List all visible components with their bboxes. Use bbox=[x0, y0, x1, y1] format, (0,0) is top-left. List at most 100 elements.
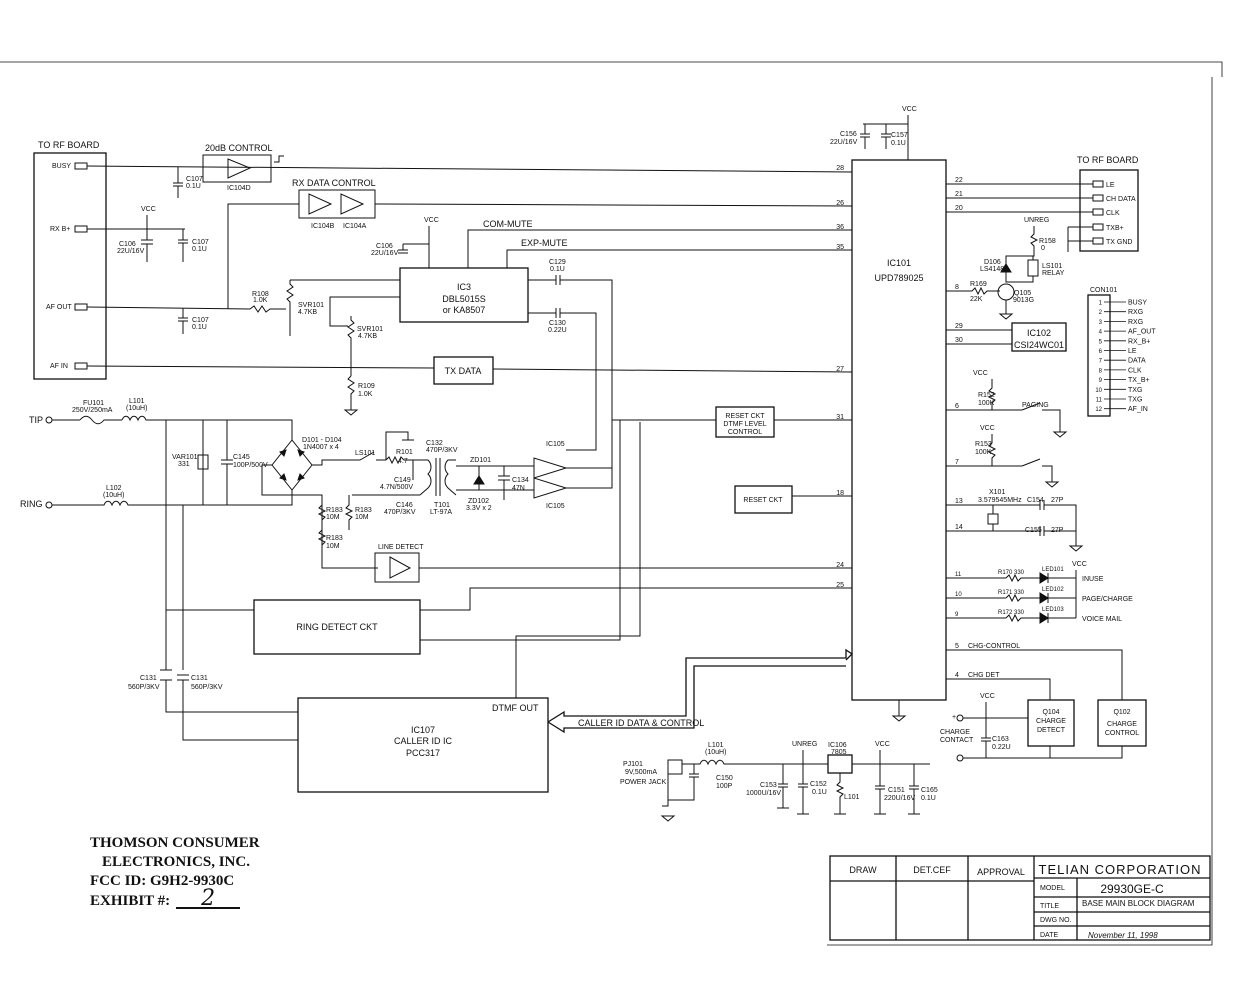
ic105-a-label: IC105 bbox=[546, 441, 565, 448]
q102-line3: CONTROL bbox=[1105, 730, 1139, 737]
ic101-body bbox=[851, 159, 947, 701]
txb-wires bbox=[1067, 226, 1093, 252]
ic102-body bbox=[1011, 322, 1067, 352]
c150-value: 100P bbox=[716, 783, 733, 790]
pin-busy-num: 28 bbox=[836, 165, 844, 172]
c106-b-name: C106 bbox=[376, 243, 393, 250]
c134-value: 47N bbox=[512, 485, 525, 492]
step-icon bbox=[274, 155, 284, 163]
t101-name: T101 bbox=[434, 502, 450, 509]
l101-value: (10uH) bbox=[126, 405, 147, 412]
c146-name: C146 bbox=[396, 502, 413, 509]
svr101b-name: SVR101 bbox=[357, 326, 383, 333]
q105-value: 9013G bbox=[1013, 297, 1034, 304]
zener-icon bbox=[473, 475, 485, 485]
chg-det-label: CHG DET bbox=[968, 672, 1000, 679]
reset-ckt-label: RESET CKT bbox=[743, 497, 783, 504]
pin-sw-num: 7 bbox=[955, 459, 959, 466]
diode-icon bbox=[279, 449, 287, 457]
pin-relay-num: 8 bbox=[955, 284, 959, 291]
paging-switch bbox=[946, 402, 1061, 432]
pin-x2-num: 14 bbox=[955, 524, 963, 531]
x1-wire bbox=[946, 504, 1077, 546]
left-connector-title: TO RF BOARD bbox=[38, 140, 100, 150]
r101-value: 4.7 bbox=[398, 458, 408, 465]
afin-wire bbox=[86, 365, 435, 369]
l101b-name: L101 bbox=[708, 742, 724, 749]
l101-inductor bbox=[121, 415, 293, 440]
svr101a-name: SVR101 bbox=[298, 302, 324, 309]
led-icon bbox=[1039, 572, 1049, 584]
pj101-rating: 9V,500mA bbox=[625, 769, 657, 776]
pin-line-det-num: 24 bbox=[836, 562, 844, 569]
c150-capacitor bbox=[668, 764, 699, 801]
svr101a-value: 4.7KB bbox=[298, 309, 317, 316]
con101-title: CON101 bbox=[1090, 287, 1117, 294]
c132-name: C132 bbox=[426, 440, 443, 447]
tx-data-label: TX DATA bbox=[445, 366, 482, 376]
led-ref: LED103 bbox=[1042, 607, 1064, 613]
t101-primary bbox=[419, 459, 432, 496]
r158-name: R158 bbox=[1039, 238, 1056, 245]
c131b-value: 560P/3KV bbox=[191, 684, 223, 691]
r108-name: R108 bbox=[252, 291, 269, 298]
ic105-amp-a-icon bbox=[533, 457, 568, 479]
pj101-type: POWER JACK bbox=[620, 779, 667, 786]
control-20db-label: 20dB CONTROL bbox=[205, 143, 273, 153]
company-name: TELIAN CORPORATION bbox=[1039, 862, 1202, 877]
ic106-part: 7805 bbox=[831, 749, 847, 756]
ic104b-label: IC104B bbox=[311, 223, 335, 230]
con101-pin-label: TX_B+ bbox=[1128, 377, 1150, 384]
svr101a-pot bbox=[286, 280, 294, 336]
con101-pin-number: 11 bbox=[1096, 398, 1103, 404]
ic102-part: CSI24WC01 bbox=[1014, 340, 1064, 350]
l102-value: (10uH) bbox=[103, 492, 124, 499]
r152-resistor bbox=[987, 379, 997, 410]
line-detect-box bbox=[374, 552, 420, 583]
rx-data-control-label: RX DATA CONTROL bbox=[292, 178, 376, 188]
ic105-b-label: IC105 bbox=[546, 503, 565, 510]
t101-value: LT-97A bbox=[430, 509, 452, 516]
led-pin-number: 9 bbox=[955, 612, 959, 618]
title-block-frame bbox=[829, 855, 1211, 941]
r183a-name: R183 bbox=[326, 507, 343, 514]
pin-ic102a-num: 29 bbox=[955, 323, 963, 330]
con101-pin-number: 10 bbox=[1095, 388, 1102, 394]
c155-name: C155 bbox=[1025, 527, 1042, 534]
bridge-rectifier bbox=[271, 439, 313, 491]
col-det-cef: DET.CEF bbox=[913, 865, 951, 875]
tx-data-box bbox=[433, 356, 494, 385]
r183b-name: R183 bbox=[355, 507, 372, 514]
var101-name: VAR101 bbox=[172, 454, 198, 461]
c151-capacitor bbox=[875, 764, 885, 814]
c157-value: 0.1U bbox=[891, 140, 906, 147]
c152-name: C152 bbox=[810, 781, 827, 788]
vcc-label-5: VCC bbox=[980, 425, 995, 432]
ic105-b-wire bbox=[566, 419, 716, 489]
pin-ring-det-num: 25 bbox=[836, 582, 844, 589]
c130-wire bbox=[528, 312, 597, 451]
exhibit-number: 2 bbox=[176, 888, 241, 910]
led-resistor-label: R170 330 bbox=[998, 570, 1025, 576]
right-rf-connector: TO RF BOARD LE CH DATA CLK TXB+ TX GND bbox=[1077, 155, 1139, 252]
r158-resistor bbox=[1005, 226, 1039, 272]
control-20db-box bbox=[202, 154, 272, 183]
c155-value: 27P bbox=[1051, 527, 1064, 534]
title-block: DRAW DET.CEF APPROVAL TELIAN CORPORATION… bbox=[829, 855, 1211, 941]
ic3-part: DBL5015S bbox=[442, 294, 486, 304]
pin-chdata-num: 21 bbox=[955, 191, 963, 198]
r152-name: R152 bbox=[978, 392, 995, 399]
fu101-name: FU101 bbox=[83, 400, 104, 407]
con101-pin-label: CLK bbox=[1128, 367, 1142, 374]
vcc-label-3: VCC bbox=[902, 106, 917, 113]
pin-chg-det-num: 4 bbox=[955, 672, 959, 679]
reset-dtmf-box bbox=[715, 406, 775, 438]
zd101-label: ZD101 bbox=[470, 457, 491, 464]
led-icon bbox=[1039, 592, 1049, 604]
model-label: MODEL bbox=[1040, 885, 1065, 892]
c106-b-value: 22U/16V bbox=[371, 250, 399, 257]
svr101b-pot bbox=[347, 316, 355, 376]
date-label: DATE bbox=[1040, 932, 1058, 939]
tip-terminal bbox=[45, 416, 53, 424]
led-resistor bbox=[1005, 613, 1040, 623]
